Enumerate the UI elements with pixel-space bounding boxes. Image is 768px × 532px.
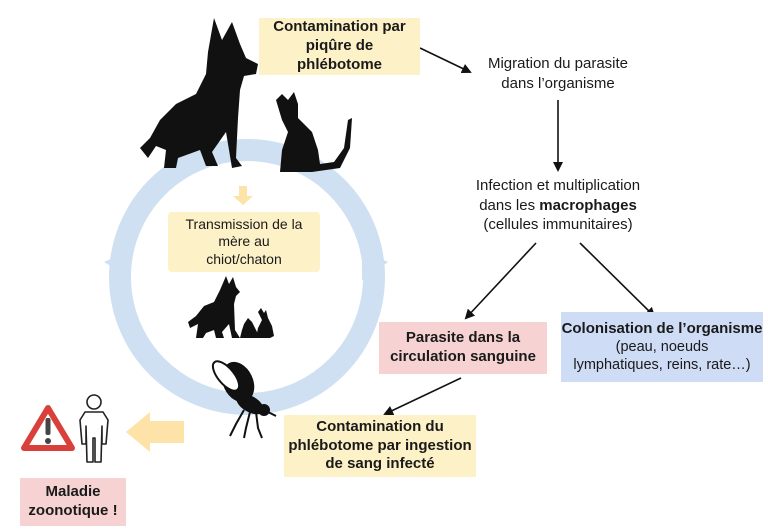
node-text: phlébotome par ingestion <box>288 436 472 454</box>
node-text: Contamination du <box>316 417 444 435</box>
dog-puppy-kitten-icon <box>188 276 274 338</box>
node-text: Parasite dans la <box>405 329 521 347</box>
node-text: Transmission de la <box>185 215 303 232</box>
node-transmission: Transmission de la mère au chiot/chaton <box>168 212 320 272</box>
node-text: circulation sanguine <box>390 348 536 365</box>
dog-cat-silhouette-icon <box>140 18 352 172</box>
node-text: piqûre de <box>305 37 374 55</box>
node-text: Migration du parasite <box>487 55 629 72</box>
node-text: dans les <box>479 196 540 214</box>
node-text: phlébotome <box>297 55 382 73</box>
arrow-piqure-to-migration <box>419 47 472 74</box>
node-infection: Infection et multiplication dans les mac… <box>460 176 656 235</box>
node-text: (cellules immunitaires) <box>483 216 633 233</box>
node-text: Infection et multiplication <box>475 177 641 194</box>
node-title: Colonisation de l’organisme <box>561 319 763 337</box>
node-text: dans l’organisme <box>501 74 615 92</box>
node-text-bold: macrophages <box>539 196 637 214</box>
node-migration: Migration du parasite dans l’organisme <box>468 54 648 93</box>
node-parasite-circulation: Parasite dans la circulation sanguine <box>379 322 547 374</box>
node-contamination-piqure: Contamination par piqûre de phlébotome <box>259 18 420 75</box>
warning-triangle-icon <box>21 405 75 451</box>
node-text: (peau, noeuds <box>615 339 709 356</box>
node-text: mère au <box>218 233 270 250</box>
ring-arrow-left <box>104 250 130 278</box>
node-text: zoonotique ! <box>28 502 118 519</box>
node-text: de sang infecté <box>325 455 435 473</box>
arrow-infection-to-parasite <box>464 242 537 320</box>
yellow-arrow-left <box>126 412 184 452</box>
node-contamination-ingestion: Contamination du phlébotome par ingestio… <box>284 415 476 477</box>
node-text: chiot/chaton <box>206 250 282 267</box>
sandfly-icon <box>211 360 277 439</box>
node-text: Maladie <box>45 483 101 501</box>
node-maladie-zoonotique: Maladie zoonotique ! <box>20 478 126 526</box>
yellow-arrow-down <box>233 186 253 205</box>
node-colonisation: Colonisation de l’organisme (peau, noeud… <box>561 312 763 382</box>
human-outline-icon <box>79 394 109 463</box>
arrow-infection-to-colonisation <box>579 242 656 318</box>
ring-arrow-right <box>362 250 388 280</box>
node-text: lymphatiques, reins, rate…) <box>573 357 751 374</box>
node-text: Contamination par <box>273 18 406 36</box>
arrow-parasite-to-ingestion <box>383 377 462 416</box>
